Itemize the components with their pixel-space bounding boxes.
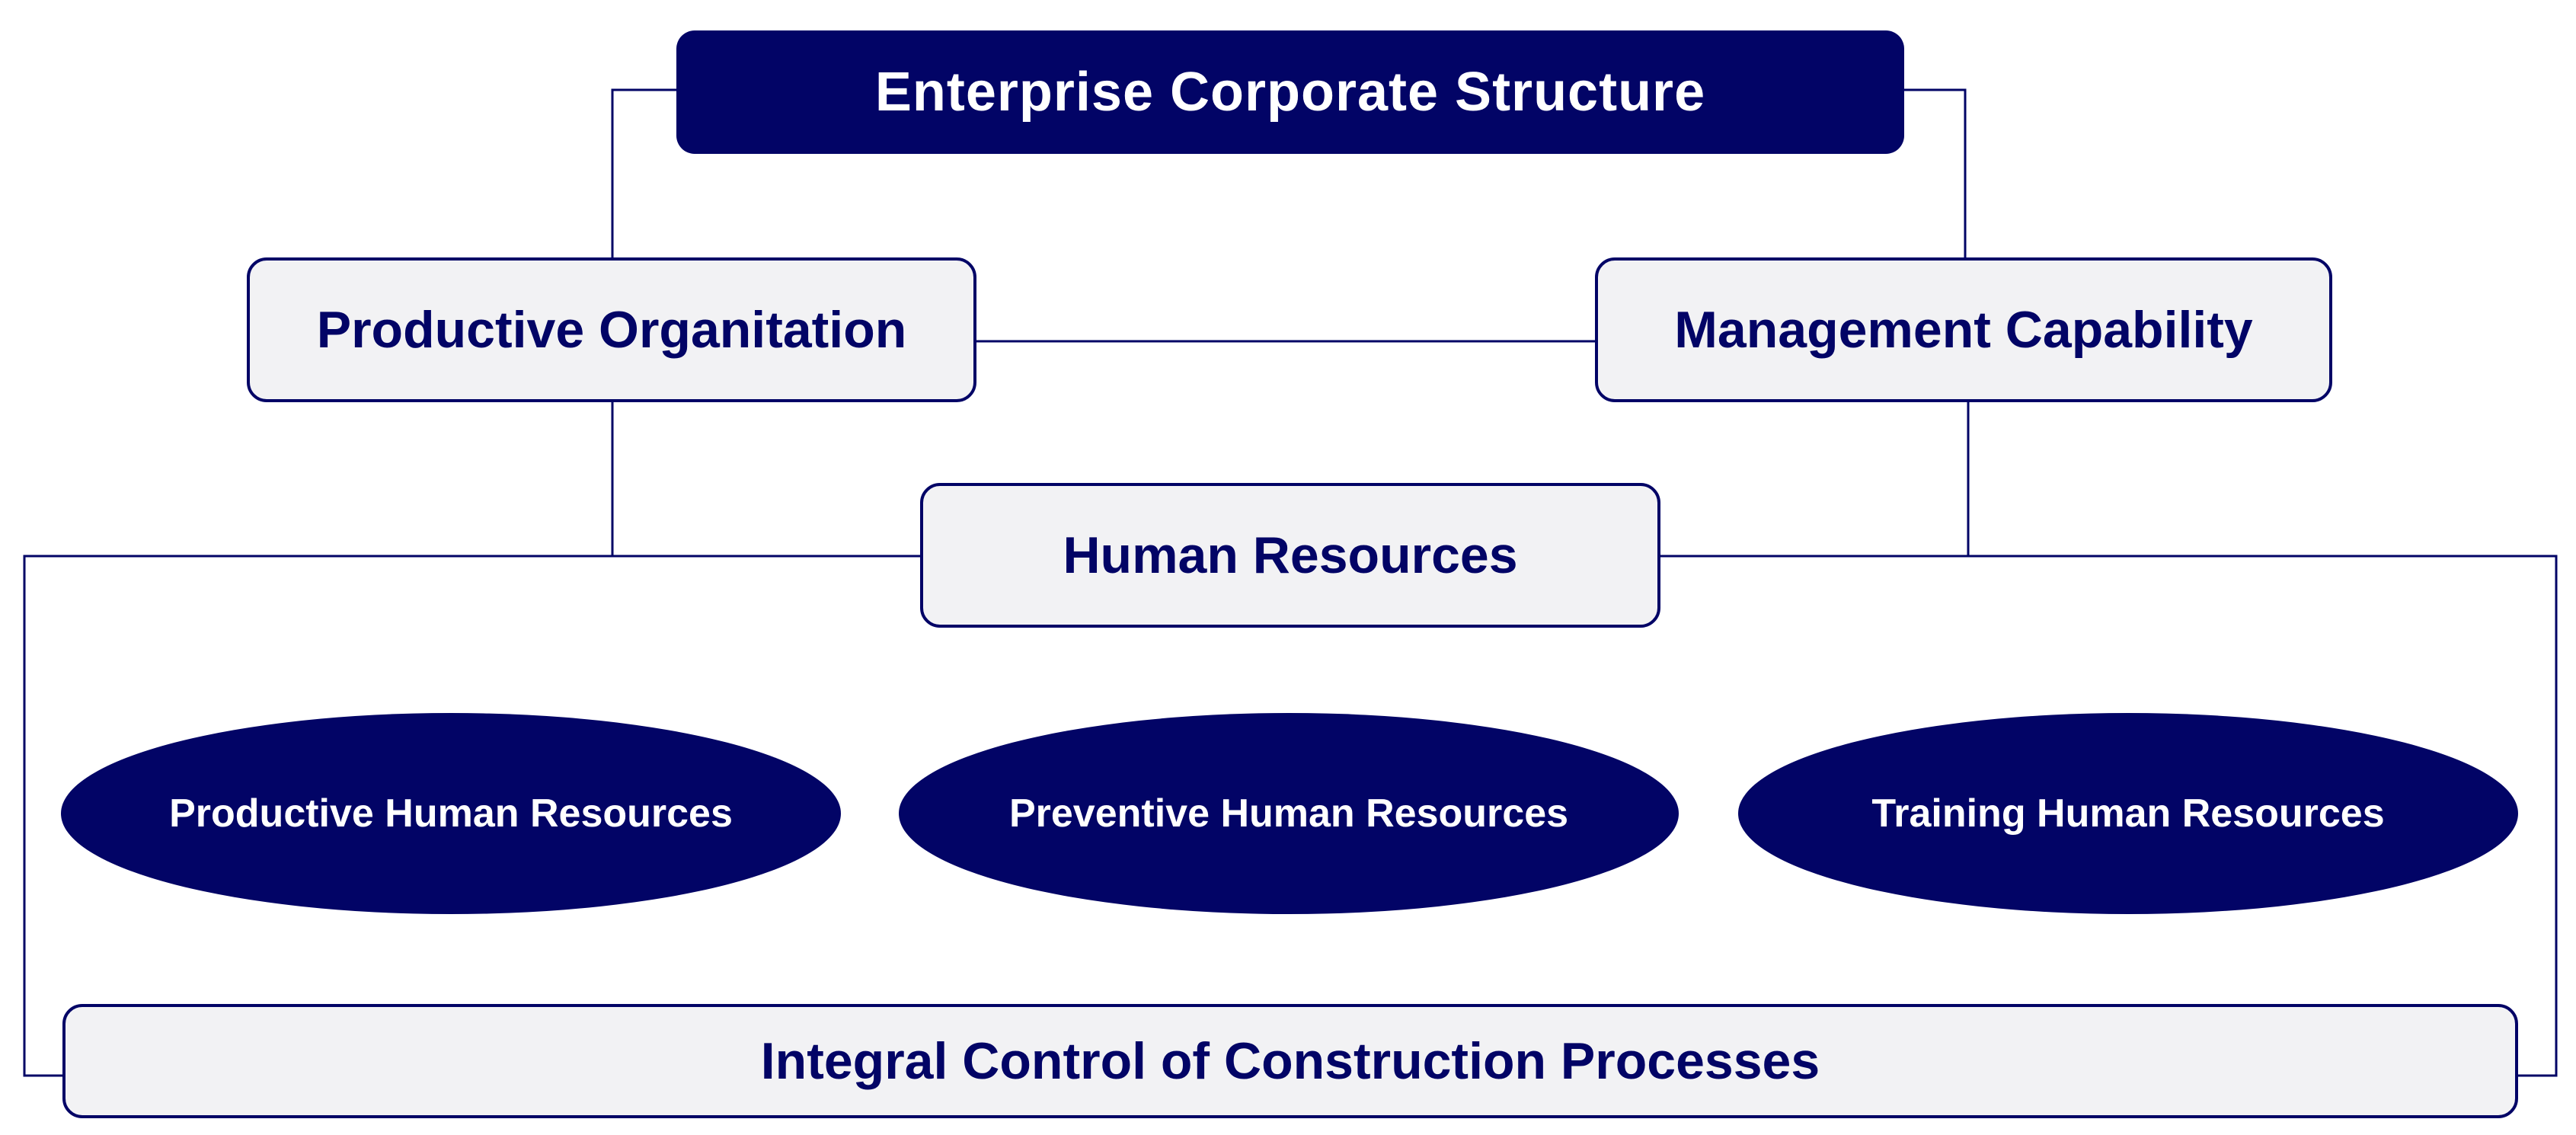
training-human-resources-label: Training Human Resources [1871, 791, 2385, 836]
preventive-human-resources-label: Preventive Human Resources [1008, 791, 1569, 836]
connector-hr-right-frame [1660, 555, 2558, 1077]
integral-control-label: Integral Control of Construction Process… [760, 1032, 1820, 1090]
productive-organization-label: Productive Organitation [316, 301, 907, 359]
preventive-human-resources-ellipse: Preventive Human Resources [899, 713, 1679, 914]
enterprise-corporate-structure-box: Enterprise Corporate Structure [676, 30, 1904, 154]
productive-human-resources-label: Productive Human Resources [169, 791, 733, 836]
management-capability-box: Management Capability [1595, 257, 2332, 402]
connector-hr-left-frame [23, 555, 920, 1077]
integral-control-box: Integral Control of Construction Process… [62, 1004, 2518, 1118]
human-resources-label: Human Resources [1063, 526, 1518, 584]
management-capability-label: Management Capability [1674, 301, 2253, 359]
productive-human-resources-ellipse: Productive Human Resources [61, 713, 841, 914]
productive-organization-box: Productive Organitation [247, 257, 976, 402]
enterprise-corporate-structure-label: Enterprise Corporate Structure [874, 62, 1706, 123]
human-resources-box: Human Resources [920, 483, 1660, 628]
connector-top-to-management [1904, 88, 1967, 257]
training-human-resources-ellipse: Training Human Resources [1738, 713, 2518, 914]
connector-top-to-productive [611, 88, 676, 257]
